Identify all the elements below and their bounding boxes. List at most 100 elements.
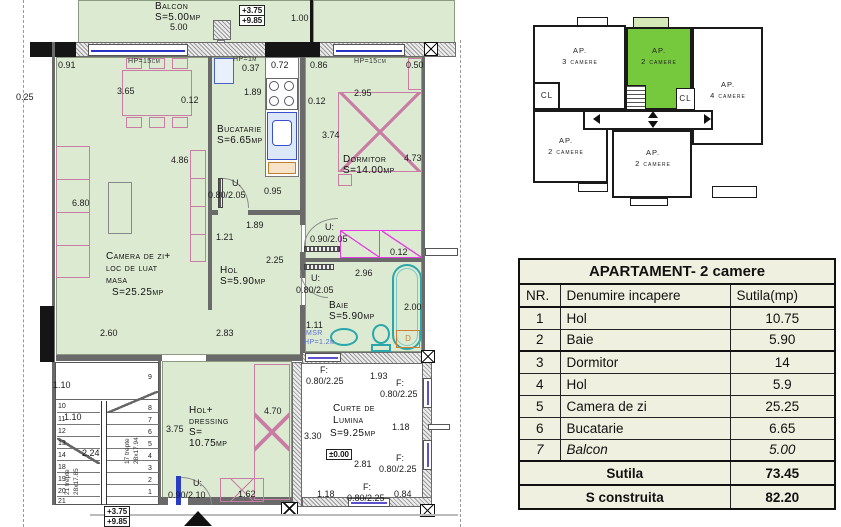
dim: 0.84 (394, 489, 412, 499)
dim: 1.62 (238, 489, 256, 499)
dim: 1.10 (53, 380, 71, 390)
toilet-tank (371, 344, 391, 352)
wall-right (422, 57, 425, 352)
neighbor-wall-stub (428, 424, 450, 430)
bucatarie-area: S=6.65mp (217, 135, 263, 146)
stair-rail (101, 401, 107, 505)
f-window-size: 0.80/2.25 (380, 389, 418, 399)
dim: 3.65 (117, 86, 135, 96)
row-name: Dormitor (559, 350, 731, 374)
entry-door-leaf (176, 476, 181, 505)
keyplan-unit-ap2-bottom-mid (612, 130, 692, 198)
bed (338, 92, 422, 172)
baie-label: Baie (329, 300, 349, 311)
dim: 1.21 (216, 232, 234, 242)
step-number: 18 (58, 464, 66, 471)
level-box-top: +9.85 (104, 516, 131, 527)
entrance-arrow (184, 511, 212, 526)
keyplan-arrow-left (593, 114, 600, 124)
table-row: 5 Camera de zi 25.25 (518, 394, 836, 418)
wall-hol-dormitor (300, 252, 305, 278)
keyplan-label-cl-mid: CL (679, 94, 692, 103)
col-header-nr: NR. (518, 283, 561, 308)
dim: 0.95 (264, 186, 282, 196)
step-number: 9 (148, 374, 152, 381)
f-window-size: 0.80/2.25 (379, 464, 417, 474)
dim: 0.50 (406, 60, 424, 70)
door-size: 0.90/2.10 (168, 490, 206, 500)
door-size: 0.90/2.05 (310, 234, 348, 244)
sofa (56, 146, 90, 278)
keyplan-balcony-tab (578, 183, 608, 192)
row-name: Hol (559, 372, 731, 396)
door-label: U: (311, 273, 320, 283)
hol-dressing-area: S= (189, 427, 203, 438)
stair-break-line (107, 391, 159, 413)
dim: 2.83 (216, 328, 234, 338)
wall-kitchen-bottom (248, 210, 305, 215)
row-nr: 3 (518, 350, 561, 374)
dim: 3.30 (304, 431, 322, 441)
dim: 1.18 (392, 422, 410, 432)
kitchen-sink-basin (272, 120, 292, 146)
dim: 2.24 (82, 448, 100, 458)
dormitor-label: Dormitor (343, 154, 387, 165)
wall-dormitor-baie (305, 258, 422, 262)
built-value: 82.20 (729, 484, 836, 510)
column-marker (420, 504, 435, 517)
keyplan-cl-mid (676, 88, 695, 110)
nightstand (338, 174, 352, 186)
table-row: 7 Balcon 5.00 (518, 438, 836, 462)
column-marker (424, 42, 438, 56)
window-curte-right-2 (423, 440, 432, 470)
hol-label: Hol (220, 265, 238, 276)
property-line-left (23, 0, 24, 527)
total-label: Sutila (518, 460, 731, 486)
dim: 3.75 (166, 424, 184, 434)
row-nr: 4 (518, 372, 561, 396)
step-number: 3 (148, 465, 152, 472)
curte-wall-left (292, 362, 302, 507)
dim: 0.25 (16, 92, 34, 102)
step-number: 1 (148, 489, 152, 496)
dim: 4.70 (264, 406, 282, 416)
keyplan-label-ap2-selected: AP.2 camere (641, 46, 677, 66)
dim: 0.72 (271, 60, 289, 70)
property-line-right (460, 40, 461, 527)
dim: 2.81 (354, 459, 372, 469)
keyplan-balcony-tab (630, 198, 668, 206)
dining-chair (172, 117, 188, 128)
step-number: 14 (58, 452, 66, 459)
floor-plan: Balcon S=5.00mp 5.00 +3.75 +9.85 1.00 (16, 0, 461, 527)
table-row: 4 Hol 5.9 (518, 372, 836, 396)
camera-zi-label: masa (106, 275, 128, 286)
step-number: 21 (58, 498, 66, 505)
built-label: S construita (518, 484, 731, 510)
step-number: 20 (58, 488, 66, 495)
dim: 1.93 (370, 371, 388, 381)
dim: 2.60 (100, 328, 118, 338)
camera-zi-area: S=25.25mp (112, 287, 164, 298)
room-living-kitchen-hol (56, 57, 302, 355)
dim: 0.12 (308, 96, 326, 106)
row-nr: 7 (518, 438, 561, 462)
keyplan-unit-ap4 (692, 27, 763, 145)
vent-shaft (213, 20, 231, 40)
level-box-ground: ±0.00 (326, 449, 352, 460)
row-name: Hol (559, 306, 731, 330)
row-area: 5.90 (729, 328, 836, 352)
step-number: 4 (148, 453, 152, 460)
dim: 0.37 (242, 63, 260, 73)
dim: 1.89 (244, 87, 262, 97)
col-header-area: Sutila(mp) (729, 283, 836, 308)
stair-flight-label: 17 trepte (124, 438, 131, 464)
wall-left (52, 42, 55, 505)
apartment-table: APARTAMENT- 2 camere NR. Denumire incape… (518, 258, 837, 510)
row-nr: 1 (518, 306, 561, 330)
hol-dressing-label: Hol+ (189, 405, 213, 416)
dim: 0.86 (310, 60, 328, 70)
stove-burner (269, 96, 279, 106)
door-label: U. (232, 178, 241, 188)
stair-flight-label: 28x17.85 (73, 468, 80, 495)
row-name: Bucatarie (559, 416, 731, 440)
